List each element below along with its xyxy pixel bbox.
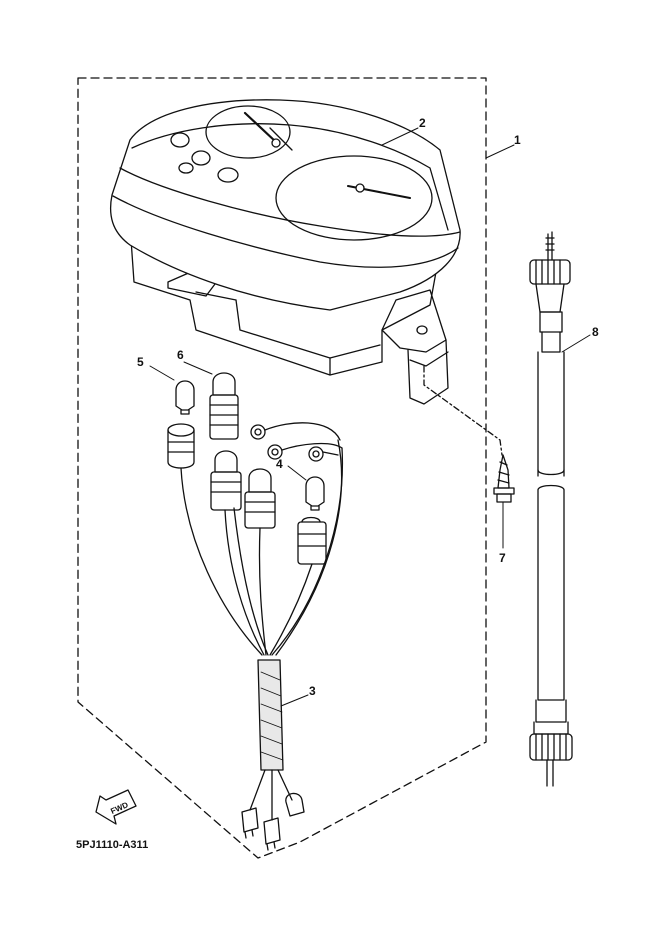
callout-2: 2 — [419, 116, 426, 130]
indicator-light — [191, 150, 211, 166]
socket-right — [297, 516, 327, 565]
socket-center — [244, 468, 276, 529]
connector — [263, 817, 281, 845]
ring-terminals — [250, 422, 343, 462]
indicator-light — [170, 132, 190, 148]
callout-6: 6 — [177, 348, 184, 362]
mounting-line — [423, 365, 503, 456]
harness-sheath — [257, 659, 284, 771]
bulb-5 — [175, 380, 195, 415]
speedometer-face — [275, 155, 433, 241]
speedometer-cable — [529, 231, 573, 787]
callout-7: 7 — [499, 551, 506, 565]
callout-8: 8 — [592, 325, 599, 339]
callout-4: 4 — [276, 457, 283, 471]
leader-lines — [149, 127, 591, 707]
socket-top — [209, 372, 239, 440]
callout-3: 3 — [309, 684, 316, 698]
part-code: 5PJ1110-A311 — [76, 839, 148, 851]
indicator-light — [217, 167, 239, 183]
assembly-boundary — [77, 77, 487, 859]
fwd-arrow-icon: FWD — [95, 789, 137, 825]
callout-5: 5 — [137, 355, 144, 369]
socket-left — [167, 423, 195, 469]
bullet-connector — [285, 792, 305, 817]
left-gauge-face — [205, 105, 291, 159]
indicator-light — [178, 162, 194, 174]
connector — [241, 807, 259, 833]
bulb-4 — [305, 476, 325, 511]
screw — [493, 454, 515, 503]
meter-assembly — [109, 99, 461, 405]
callout-1: 1 — [514, 133, 521, 147]
wire-harness — [180, 439, 344, 851]
socket-middle — [210, 450, 242, 511]
